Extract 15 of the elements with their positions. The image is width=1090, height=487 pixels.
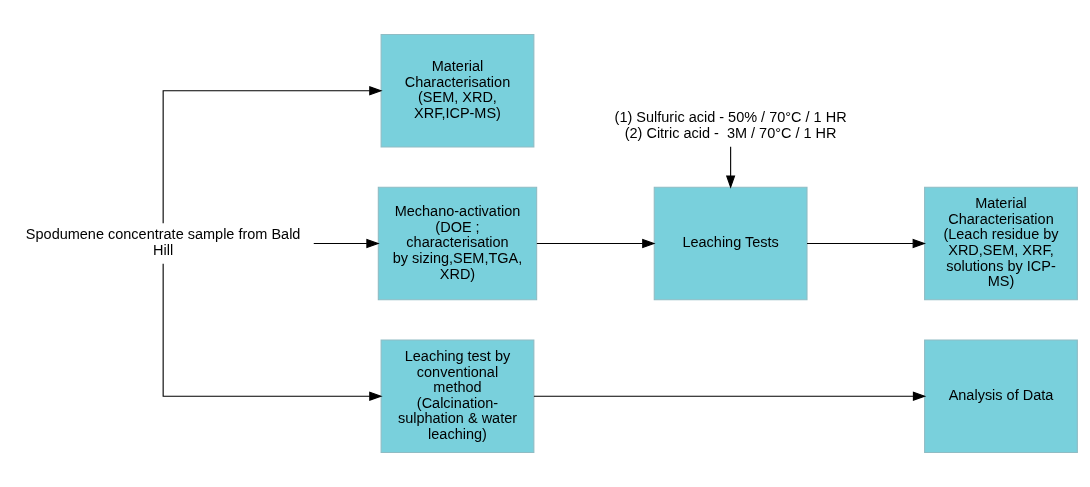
arrow: [536, 238, 656, 249]
arrow: [533, 391, 927, 401]
node-box: Mechano-activation (DOE ; characterisation by sizing,SEM,TGA,XRD): [377, 186, 538, 301]
arrow: [162, 263, 383, 401]
node-text: (1) Sulfuric acid - 50% / 70°C / 1 HR (2) Citric acid - 3M / 70°C / 1 HR: [614, 109, 847, 142]
node-box: Material Characterisation (SEM, XRD, XRF,ICP-MS): [380, 33, 535, 148]
node-box: Leaching Tests: [653, 186, 808, 301]
arrow: [162, 86, 383, 224]
node-box: Material Characterisation (Leach residue by XRD,SEM, XRF, solutions by ICP-MS): [924, 186, 1078, 301]
node-text: Spodumene concentrate sample from Bald Hill: [25, 226, 301, 259]
arrow: [313, 238, 380, 249]
node-box: Analysis of Data: [924, 339, 1078, 454]
node-box: Leaching test by conventional method (Calcination-sulphation & water leaching): [380, 339, 535, 454]
arrow: [725, 146, 736, 189]
arrow: [806, 238, 926, 249]
